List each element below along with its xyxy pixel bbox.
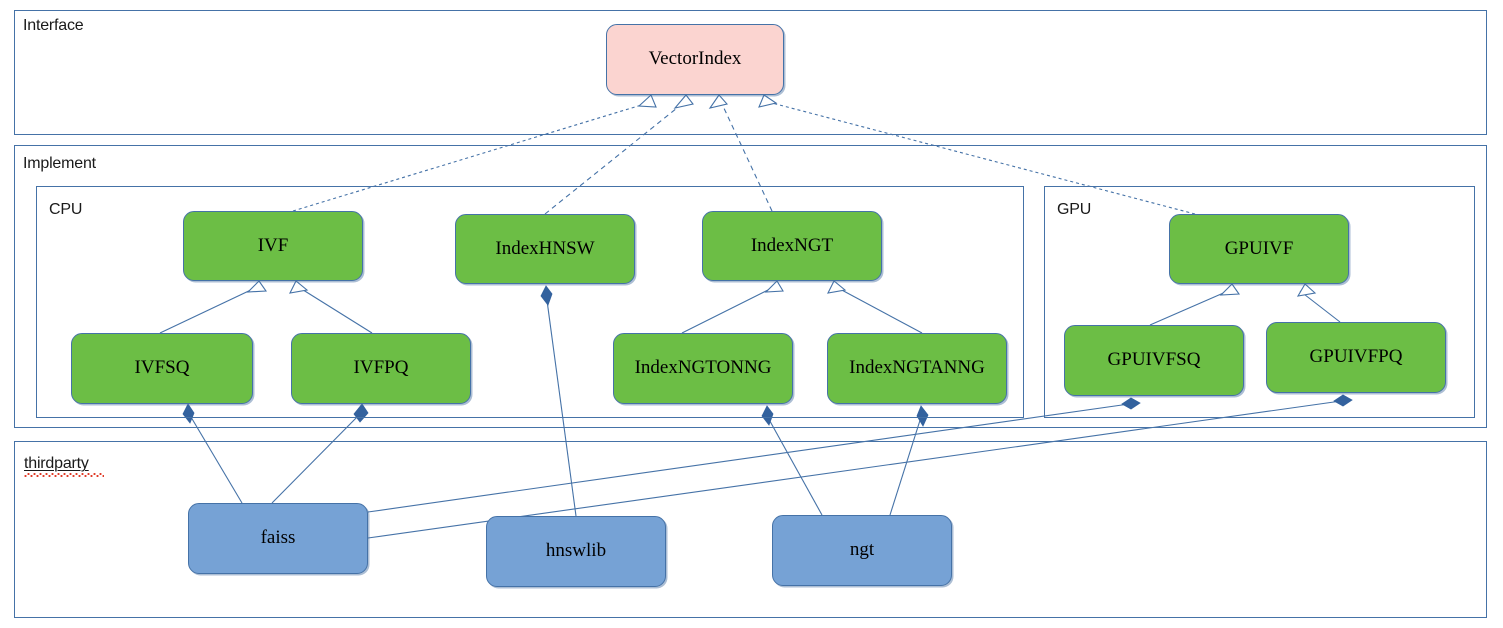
node-indexngtanng[interactable]: IndexNGTANNG [827,333,1007,404]
node-ivfsq[interactable]: IVFSQ [71,333,253,404]
node-hnswlib[interactable]: hnswlib [486,516,666,587]
group-label-interface: Interface [23,17,84,34]
group-interface [14,10,1487,135]
node-indexngt[interactable]: IndexNGT [702,211,882,281]
node-gpuivfpq[interactable]: GPUIVFPQ [1266,322,1446,393]
node-ivfpq[interactable]: IVFPQ [291,333,471,404]
node-ngt[interactable]: ngt [772,515,952,586]
node-ivf[interactable]: IVF [183,211,363,281]
group-implement [14,145,1487,428]
node-indexhnsw[interactable]: IndexHNSW [455,214,635,284]
group-label-thirdparty: thirdparty [24,455,89,472]
node-indexngtonng[interactable]: IndexNGTONNG [613,333,793,404]
group-label-implement: Implement [23,155,96,172]
subgroup-cpu [36,186,1024,418]
subgroup-gpu [1044,186,1475,418]
node-gpuivfsq[interactable]: GPUIVFSQ [1064,325,1244,396]
node-faiss[interactable]: faiss [188,503,368,574]
subgroup-label-cpu: CPU [49,201,83,218]
subgroup-label-gpu: GPU [1057,201,1092,218]
spellcheck-underline-thirdparty [24,473,104,477]
group-thirdparty [14,441,1487,618]
node-gpuivf[interactable]: GPUIVF [1169,214,1349,284]
node-vectorindex[interactable]: VectorIndex [606,24,784,95]
